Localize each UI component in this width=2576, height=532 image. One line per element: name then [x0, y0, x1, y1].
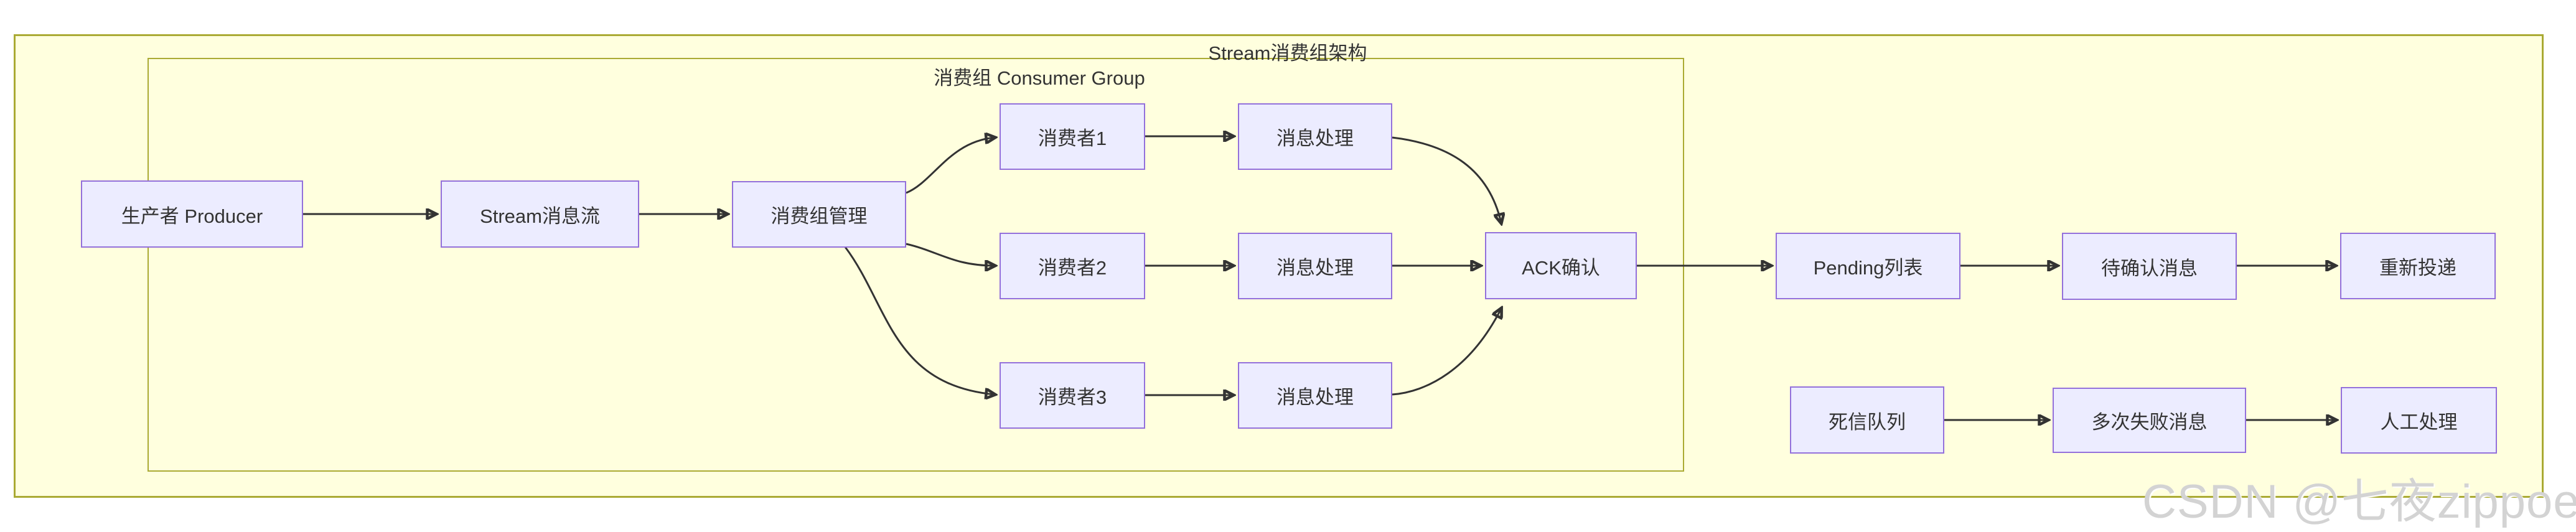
csdn-watermark: CSDN @七夜zippoe: [2142, 475, 2576, 528]
node-ack: ACK确认: [1485, 232, 1637, 299]
node-producer: 生产者 Producer: [81, 180, 303, 248]
node-manual: 人工处理: [2341, 387, 2497, 454]
edge-manager-consumer1: [906, 138, 995, 194]
edge-process1-ack: [1392, 136, 1501, 223]
node-unconfirmed: 待确认消息: [2062, 233, 2237, 300]
node-failed: 多次失败消息: [2053, 388, 2246, 453]
cluster-title-consumer-group: 消费组 Consumer Group: [934, 67, 1145, 89]
edge-manager-consumer3: [844, 246, 995, 394]
node-process3: 消息处理: [1238, 362, 1392, 429]
node-consumer2: 消费者2: [1000, 233, 1145, 299]
node-manager: 消费组管理: [732, 181, 906, 248]
node-dead-letter: 死信队列: [1790, 386, 1944, 454]
node-consumer1: 消费者1: [1000, 103, 1145, 170]
node-stream: Stream消息流: [441, 180, 639, 248]
node-pending: Pending列表: [1776, 233, 1960, 299]
cluster-title-stream-architecture: Stream消费组架构: [1208, 42, 1367, 64]
edge-process3-ack: [1392, 309, 1501, 396]
node-process2: 消息处理: [1238, 233, 1392, 299]
node-consumer3: 消费者3: [1000, 362, 1145, 429]
node-redeliver: 重新投递: [2340, 233, 2496, 299]
node-process1: 消息处理: [1238, 103, 1392, 170]
edge-manager-consumer2: [906, 243, 995, 266]
